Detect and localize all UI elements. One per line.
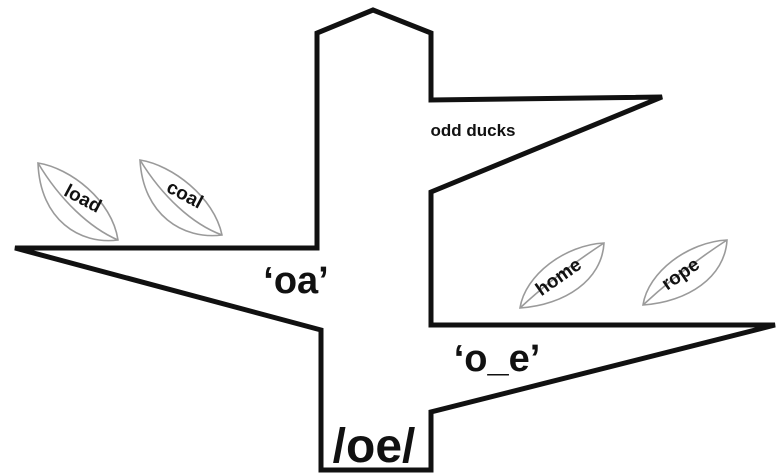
root-label: /oe/	[333, 420, 416, 473]
leaf-load: load	[37, 162, 119, 242]
leaf-coal: coal	[139, 159, 223, 237]
leaf-label-home: home	[532, 254, 586, 300]
right-branch-label: ‘o_e’	[454, 338, 541, 380]
top-branch-label: odd ducks	[430, 121, 515, 140]
leaf-label-load: load	[60, 181, 104, 218]
leaf-label-coal: coal	[163, 177, 206, 213]
leaf-rope: rope	[642, 239, 728, 306]
leaf-home: home	[519, 242, 605, 309]
left-branch-label: ‘oa’	[263, 260, 328, 302]
tree-outline	[14, 7, 776, 473]
